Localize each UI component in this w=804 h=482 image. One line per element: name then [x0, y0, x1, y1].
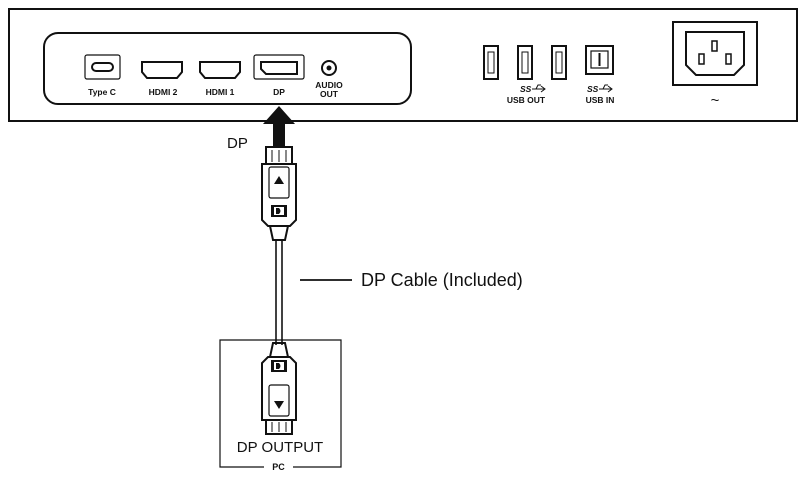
dp-plug-top-strain-relief — [268, 225, 290, 241]
triangle-down-icon — [274, 401, 284, 409]
typec-port-frame — [84, 54, 121, 80]
triangle-up-icon — [274, 176, 284, 184]
dp-plug-bottom-latch — [268, 384, 290, 417]
dp-plug-bottom — [261, 342, 297, 435]
power-inlet-socket — [685, 31, 745, 76]
audio-jack-icon — [321, 60, 337, 76]
dp-d-logo-icon — [271, 360, 287, 372]
hdmi2-label: HDMI 2 — [149, 87, 178, 97]
monitor-body — [8, 8, 798, 122]
usb-superspeed-icon: SS — [587, 84, 613, 94]
power-pin-left — [698, 53, 705, 65]
power-pin-center — [711, 40, 718, 52]
pc-box-frame — [219, 339, 342, 468]
dp-port-icon — [260, 61, 298, 75]
power-ac-symbol: ~ — [711, 92, 720, 109]
usb-in-label: USB IN — [586, 95, 615, 105]
dp-connection-label: DP — [227, 135, 248, 152]
dp-cable — [275, 240, 283, 345]
dp-plug-top — [261, 146, 297, 241]
typec-port-icon — [91, 62, 114, 72]
usb-out-label: USB OUT — [507, 95, 546, 105]
power-inlet-icon: ~ — [672, 21, 758, 109]
dp-plug-bottom-body — [261, 356, 297, 421]
pc-box: PC — [219, 339, 342, 472]
pc-label: PC — [272, 462, 285, 472]
cable-label: DP Cable (Included) — [361, 270, 523, 290]
port-usb-out: SS USB OUT — [483, 45, 567, 105]
usb-superspeed-icon: SS — [520, 84, 546, 94]
monitor-panel: Type C HDMI 2 HDMI 1 DP AUDIO OUT — [8, 8, 798, 122]
port-usb-in: SS USB IN — [585, 45, 615, 105]
port-dp: DP — [253, 54, 305, 97]
audio-jack-hole — [326, 65, 332, 71]
svg-text:SS: SS — [520, 84, 532, 94]
hdmi1-label: HDMI 1 — [206, 87, 235, 97]
hdmi1-port-icon — [199, 61, 241, 79]
usb-out-port-3 — [551, 45, 567, 80]
dp-plug-bottom-strain-relief — [268, 342, 290, 358]
dp-plug-bottom-tip — [265, 419, 293, 435]
input-port-bay — [43, 32, 412, 105]
port-audio-out: AUDIO OUT — [315, 60, 343, 99]
power-inlet-frame — [672, 21, 758, 86]
usb-in-port-inner — [590, 50, 609, 69]
audio-label-line2: OUT — [320, 89, 339, 99]
up-arrow-icon — [263, 106, 295, 146]
usb-out-port-2 — [517, 45, 533, 80]
usb-in-port-frame — [585, 45, 614, 75]
dp-d-logo-icon — [271, 205, 287, 217]
port-hdmi1: HDMI 1 — [199, 61, 241, 97]
port-typec: Type C — [84, 54, 121, 97]
usb-out-port-2-tongue — [521, 51, 529, 74]
hdmi2-port-icon — [141, 61, 183, 79]
dp-plug-top-body — [261, 163, 297, 227]
typec-label: Type C — [88, 87, 116, 97]
dp-plug-top-latch — [268, 166, 290, 199]
usb-out-port-1-tongue — [487, 51, 495, 74]
svg-text:SS: SS — [587, 84, 599, 94]
dp-port-frame — [253, 54, 305, 80]
power-pin-right — [725, 53, 732, 65]
dp-output-label: DP OUTPUT — [237, 439, 323, 456]
port-hdmi2: HDMI 2 — [141, 61, 183, 97]
audio-label-line1: AUDIO — [315, 80, 343, 90]
usb-out-port-1 — [483, 45, 499, 80]
dp-label: DP — [273, 87, 285, 97]
usb-out-port-3-tongue — [555, 51, 563, 74]
